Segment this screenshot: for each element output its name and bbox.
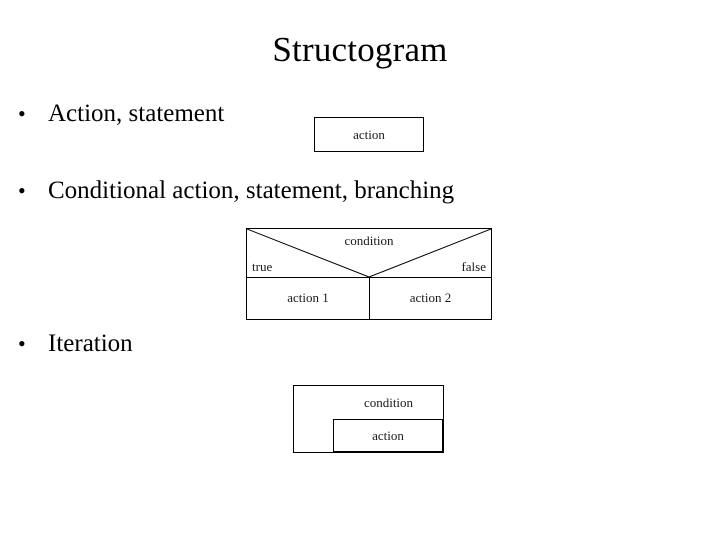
- action-block-label: action: [353, 127, 385, 142]
- page-title: Structogram: [272, 30, 448, 69]
- bullet-item-conditional: • Conditional action, statement, branchin…: [18, 176, 454, 206]
- conditional-condition-label: condition: [344, 233, 394, 248]
- conditional-horizontal-divider: [247, 277, 491, 278]
- bullet-item-iteration: • Iteration: [18, 329, 133, 359]
- iteration-body-block: action: [333, 419, 443, 452]
- bullet-label-conditional: Conditional action, statement, branching: [48, 177, 455, 204]
- iteration-action-label: action: [372, 428, 404, 443]
- branch-diagonal-lines-icon: [247, 229, 491, 277]
- structogram-action-block: action: [314, 117, 424, 152]
- iteration-condition-label: condition: [363, 395, 414, 410]
- bullet-item-action: • Action, statement: [18, 99, 224, 129]
- conditional-true-label: true: [252, 259, 273, 274]
- bullet-marker-icon: •: [18, 178, 26, 203]
- bullet-marker-icon: •: [18, 101, 26, 126]
- conditional-branches-section: action 1 action 2: [247, 278, 491, 319]
- bullet-marker-icon: •: [18, 331, 26, 356]
- bullet-label-action: Action, statement: [48, 100, 225, 127]
- structogram-iteration-block: condition action: [293, 385, 444, 453]
- bullet-label-iteration: Iteration: [48, 330, 133, 357]
- conditional-false-label: false: [461, 259, 486, 274]
- structogram-conditional-block: condition true false action 1 action 2: [246, 228, 492, 320]
- conditional-action1-label: action 1: [287, 290, 329, 305]
- conditional-action2-label: action 2: [409, 290, 452, 305]
- conditional-true-branch: action 1: [247, 278, 369, 319]
- conditional-false-branch: action 2: [369, 278, 491, 319]
- conditional-header-section: condition true false: [247, 229, 491, 277]
